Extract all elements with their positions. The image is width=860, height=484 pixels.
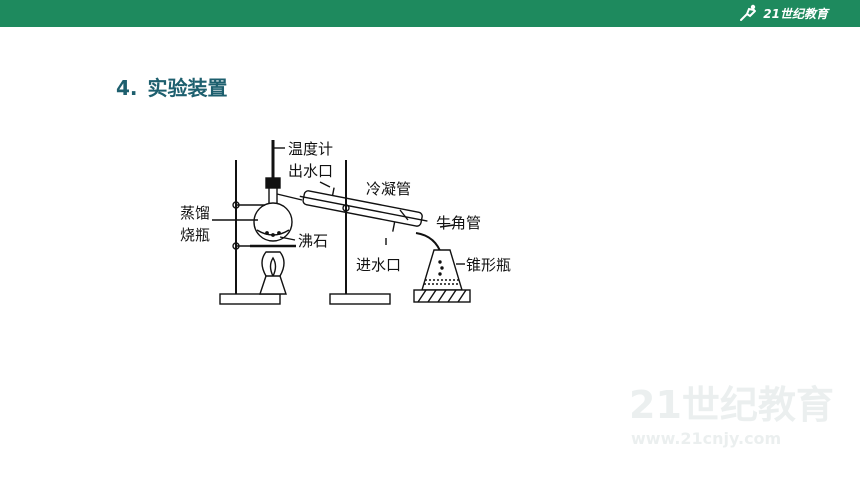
side-arm: [276, 193, 303, 201]
distillation-apparatus-diagram: 温度计 出水口 冷凝管 蒸馏 烧瓶 牛角管 沸石 进水口 锥形瓶: [180, 140, 511, 305]
label-boiling-chips: 沸石: [298, 232, 328, 250]
section-heading: 4. 实验装置: [116, 72, 228, 101]
distilling-flask: [253, 202, 293, 242]
label-water-outlet: 出水口: [288, 162, 333, 180]
label-flask-line1: 蒸馏: [180, 204, 210, 222]
watermark-logo: 21世纪教育 www.21cnjy.com: [629, 383, 834, 448]
alcohol-lamp: [259, 275, 287, 295]
section-title: 实验装置: [147, 76, 228, 100]
top-banner: 21世纪教育: [0, 0, 860, 27]
label-water-inlet: 进水口: [356, 256, 401, 274]
thermometer-stopper: [265, 177, 281, 189]
label-adapter: 牛角管: [436, 214, 481, 232]
water-outlet-tube: [331, 187, 335, 196]
clamp-knob-right: [342, 204, 350, 212]
section-number: 4.: [116, 76, 138, 100]
left-stand-base: [219, 293, 281, 305]
watermark-url: www.21cnjy.com: [631, 429, 781, 448]
label-flask-line2: 烧瓶: [180, 226, 210, 244]
water-inlet-tube: [392, 221, 396, 232]
label-condenser: 冷凝管: [366, 180, 411, 198]
lamp-flame: [269, 256, 277, 277]
runner-icon: [740, 4, 757, 21]
label-thermometer: 温度计: [288, 140, 333, 158]
right-stand-base: [329, 293, 391, 305]
brand-logo: 21世纪教育: [738, 4, 828, 22]
label-conical-flask: 锥形瓶: [466, 256, 511, 274]
watermark-text: 21世纪教育: [629, 383, 834, 427]
logo-text: 21世纪教育: [763, 6, 828, 21]
